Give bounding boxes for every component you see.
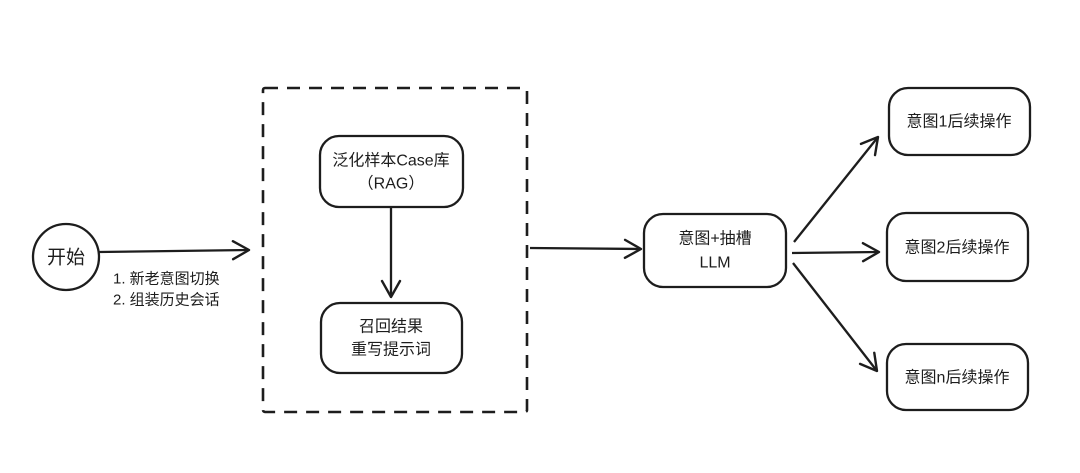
- llm-node: [642, 212, 788, 289]
- intent2-node: [885, 211, 1030, 283]
- start-node-label: 开始: [47, 247, 85, 269]
- intentn-node: [885, 342, 1030, 412]
- group-to-llm-arrow: [529, 238, 643, 260]
- case-library-label-line2: （RAG）: [358, 175, 425, 193]
- intent1-label: 意图1后续操作: [907, 112, 1012, 131]
- start-to-group-arrow: [98, 240, 251, 261]
- case-library-node: [318, 134, 465, 209]
- llm-label-line1: 意图+抽槽: [678, 229, 751, 248]
- llm-to-intent1-arrow: [793, 135, 880, 243]
- recall-result-label-line1: 召回结果: [359, 318, 423, 336]
- llm-to-intentn-arrow: [792, 262, 879, 373]
- start-arrow-note-1: 1. 新老意图切换: [113, 270, 220, 288]
- llm-label-line2: LLM: [699, 255, 730, 272]
- case-library-label-line1: 泛化样本Case库: [332, 152, 449, 170]
- intent1-node: [887, 86, 1032, 157]
- start-arrow-note-2: 2. 组装历史会话: [113, 292, 220, 309]
- intentn-label: 意图n后续操作: [905, 368, 1010, 387]
- recall-result-label-line2: 重写提示词: [351, 341, 431, 359]
- start-node: [31, 222, 101, 292]
- intent2-label: 意图2后续操作: [905, 238, 1010, 257]
- recall-result-node: [319, 301, 464, 375]
- rag-group-dashed-container: [261, 86, 529, 414]
- llm-to-intent2-arrow: [791, 241, 881, 263]
